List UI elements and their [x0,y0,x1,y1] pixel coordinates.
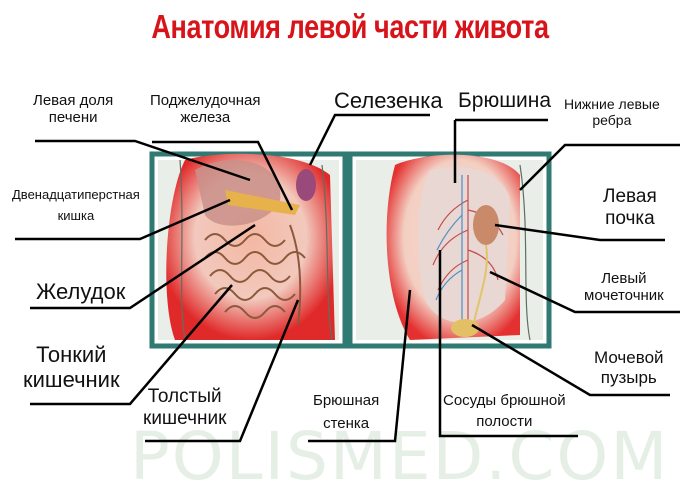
bladder-shape [451,319,479,337]
label-abdominal-wall: Брюшная стенка [313,392,380,433]
leader-wall [308,289,412,443]
spleen-shape [296,169,316,201]
label-pancreas: Поджелудочная железа [150,92,261,127]
leader-lines [15,113,680,443]
leader-liver [35,139,251,182]
leader-spleen [308,113,430,166]
left-panel [149,151,348,349]
leader-small-intestine [30,284,233,406]
label-lower-left-ribs: Нижние левые ребра [564,96,660,129]
watermark: POLISMED.COM [130,418,670,495]
abdominal-cavity-shape [418,166,510,323]
label-spleen: Селезенка [334,88,443,113]
label-small-intestine: Тонкий кишечник [23,342,120,393]
page-title: Анатомия левой части живота [151,8,549,45]
leader-pancreas [152,140,294,211]
leader-large-intestine [145,299,300,443]
leader-kidney [494,223,665,242]
leader-stomach [30,223,256,310]
label-abdominal-vessels: Сосуды брюшной полости [443,392,566,431]
label-left-liver-lobe: Левая доля печени [33,92,114,127]
label-stomach: Желудок [36,279,126,304]
kidney-shape [473,205,499,245]
leader-vessels [438,250,578,438]
label-duodenum: Двенадцатиперстная кишка [12,187,140,223]
ureter-shape [473,244,488,323]
label-bladder: Мочевой пузырь [594,348,664,387]
label-left-ureter: Левый мочеточник [584,270,664,305]
leader-duodenum [15,198,231,241]
right-panel [347,151,552,349]
leader-bladder [471,323,670,397]
label-left-kidney: Левая почка [603,186,657,229]
pancreas-shape [225,190,300,215]
leader-ribs [519,143,680,191]
label-large-intestine: Толстый кишечник [143,386,227,429]
label-peritoneum: Брюшина [458,89,552,112]
leader-ureter [489,270,680,314]
